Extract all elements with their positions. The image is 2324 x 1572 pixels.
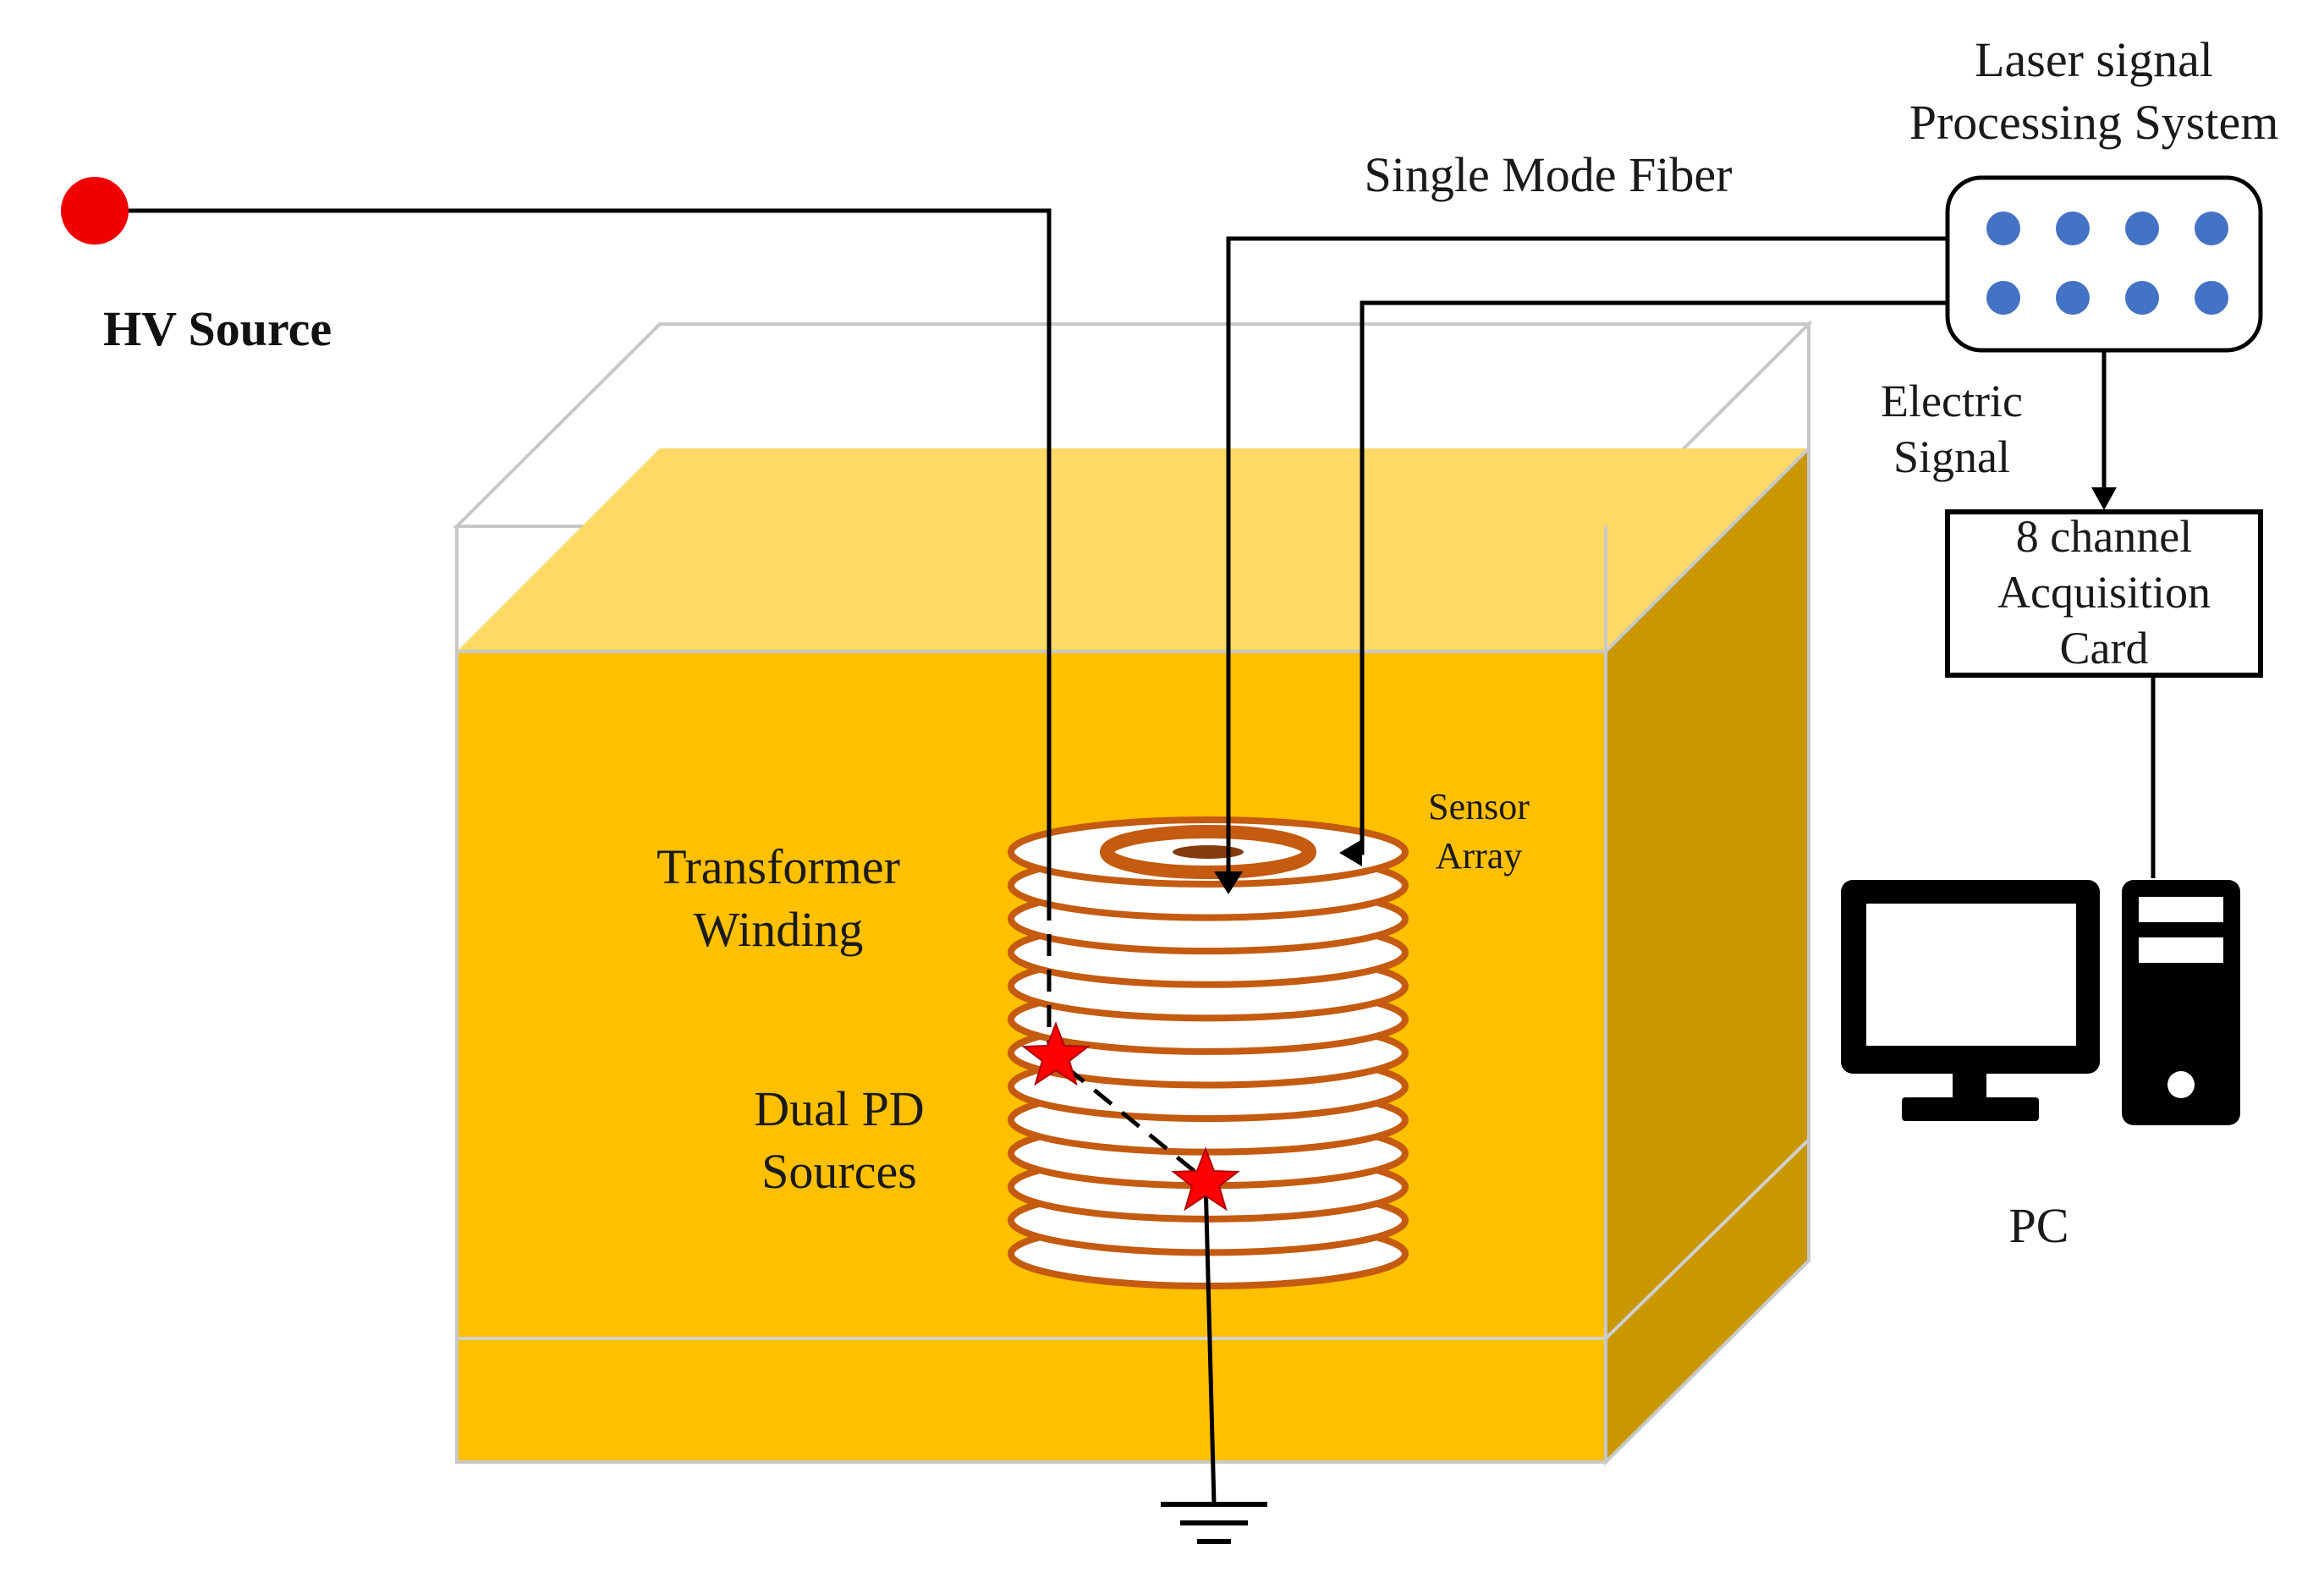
oil-surface (457, 448, 1809, 651)
hv-source-icon (61, 177, 129, 245)
tank-base-line-side (1604, 1138, 1810, 1340)
acquisition-card-box (1945, 509, 2263, 678)
laser-system-box (1945, 175, 2263, 353)
port-dot-icon (2125, 281, 2159, 315)
port-dot-icon (2056, 212, 2090, 245)
card-label-1: 8 channel (2016, 511, 2192, 562)
ground-symbol-icon (1161, 1502, 1267, 1544)
port-dots (1986, 212, 2228, 315)
card-label-2: Acquisition (1997, 567, 2211, 618)
hv-wire (129, 208, 1052, 899)
electric-signal-arrow (2091, 487, 2117, 510)
oil-tank (453, 320, 1813, 1466)
port-dot-icon (2195, 281, 2228, 315)
sensor-ring (1100, 825, 1316, 879)
hv-source-label: HV Source (103, 301, 332, 356)
card-label-3: Card (2060, 623, 2149, 673)
port-dot-icon (2195, 212, 2228, 245)
fiber-label: Single Mode Fiber (1365, 147, 1733, 202)
pc-label: PC (2009, 1198, 2069, 1253)
pd-source-star-icon (1171, 1146, 1240, 1212)
laser-system-label-2: Processing System (1909, 95, 2279, 150)
port-dot-icon (2125, 212, 2159, 245)
monitor-icon (1841, 880, 2100, 1121)
fiber-arrow-1 (1214, 871, 1243, 894)
laser-processing-system (1945, 175, 2263, 353)
pd-sources-label-2: Sources (761, 1144, 917, 1199)
sensor-array-label-2: Array (1436, 835, 1523, 877)
laser-system-label-1: Laser signal (1975, 32, 2213, 87)
pc (1841, 880, 2240, 1125)
computer-tower-icon (2122, 880, 2240, 1125)
fiber-arrow-2 (1339, 839, 1362, 866)
ground-wire (1203, 1179, 1217, 1505)
fiber-line-1 (1226, 236, 1948, 871)
port-dot-icon (1986, 212, 2020, 245)
electric-signal-label-1: Electric (1881, 376, 2023, 426)
sensor-core (1173, 845, 1244, 859)
winding-label-2: Winding (694, 902, 864, 957)
pd-source-star-icon (1021, 1021, 1091, 1086)
port-dot-icon (2056, 281, 2090, 315)
electric-signal-label-2: Signal (1893, 431, 2010, 482)
pd-sources-label-1: Dual PD (754, 1081, 924, 1136)
winding-label-1: Transformer (657, 839, 900, 894)
sensor-array (1100, 825, 1316, 879)
sensor-array-label-1: Sensor (1428, 786, 1530, 827)
port-dot-icon (1986, 281, 2020, 315)
